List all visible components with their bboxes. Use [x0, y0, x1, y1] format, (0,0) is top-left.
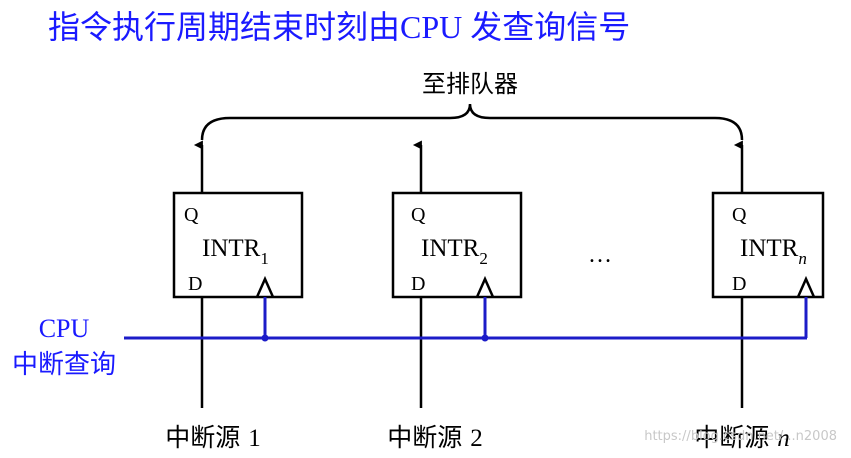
d-label: D	[411, 273, 425, 295]
source-label-n: 中断源 n	[694, 423, 789, 452]
cpu-query-label: 中断查询	[12, 350, 116, 380]
watermark: https://blog.csdn.net/...n2008	[644, 429, 837, 444]
d-label: D	[188, 273, 202, 295]
junction-dot-1	[261, 334, 269, 342]
clock-triangle	[255, 275, 275, 298]
source-label-1: 中断源 1	[165, 423, 260, 452]
q-label: Q	[732, 204, 747, 226]
flipflop-box	[391, 191, 523, 299]
source-label-2: 中断源 2	[387, 423, 482, 452]
d-label: D	[732, 273, 746, 295]
flipflop-box	[172, 191, 304, 299]
intr-label: INTR1	[202, 235, 269, 268]
diagram-title: 指令执行周期结束时刻由CPU 发查询信号	[48, 9, 630, 45]
q-label: Q	[184, 204, 199, 226]
queue-brace	[200, 103, 744, 141]
flipflop-intr-1: Q INTR1 D	[172, 191, 304, 299]
q-label: Q	[411, 204, 426, 226]
clock-triangle	[475, 275, 495, 298]
flipflop-intr-2: Q INTR2 D	[391, 191, 523, 299]
flipflop-intr-n: Q INTRn D	[711, 191, 825, 299]
intr-label: INTR2	[421, 235, 488, 268]
clock-triangle	[796, 275, 816, 298]
flipflop-box	[711, 191, 825, 299]
cpu-label: CPU	[39, 314, 90, 343]
intr-label: INTRn	[740, 235, 807, 268]
junction-dot-2	[481, 334, 489, 342]
ellipsis: …	[588, 242, 612, 268]
queue-label: 至排队器	[422, 70, 518, 98]
